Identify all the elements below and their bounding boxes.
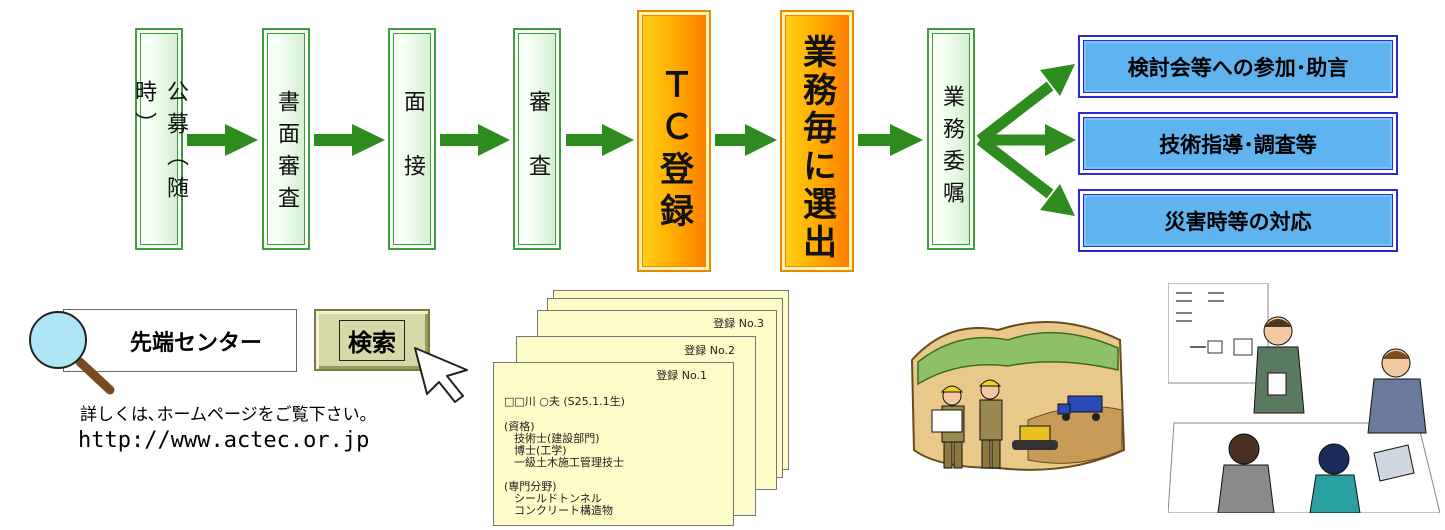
- construction-site-illustration: [910, 321, 1126, 471]
- card-qual-item: 一級土木施工管理技士: [514, 456, 624, 469]
- attendee-icon: [1309, 443, 1361, 513]
- card-qual-item: 技術士(建設部門): [514, 432, 600, 445]
- card-field-item: コンクリート構造物: [514, 504, 613, 517]
- mouse-cursor-icon: [414, 347, 468, 403]
- card-number: 登録 No.2: [684, 344, 735, 357]
- card-person-name: □□川 ○夫 (S25.1.1生): [504, 395, 625, 408]
- search-input[interactable]: 先端センター: [63, 309, 297, 372]
- card-field-heading: (専門分野): [504, 480, 557, 493]
- attendee-icon: [1367, 348, 1427, 434]
- worker-icon: [931, 385, 965, 469]
- outcome-label: 検討会等への参加･助言: [1127, 55, 1349, 80]
- card-field-item: シールドトンネル: [514, 492, 602, 505]
- step-label: 書面審査: [274, 90, 299, 218]
- presenter-icon: [1253, 316, 1305, 414]
- outcome-advice: 検討会等への参加･助言: [1078, 35, 1398, 98]
- arrow-right-icon: [314, 124, 385, 156]
- card-qual-heading: (資格): [504, 420, 535, 433]
- worker-icon: [978, 379, 1003, 469]
- outcome-technical-guidance: 技術指導･調査等: [1078, 112, 1398, 175]
- step-label: 業務毎に選出: [796, 34, 837, 262]
- step-label: 審査: [525, 90, 550, 218]
- card-qual-item: 博士(工学): [514, 444, 567, 457]
- step-document-review: 書面審査: [262, 28, 310, 250]
- outcome-label: 技術指導･調査等: [1159, 132, 1317, 157]
- step-screening: 審査: [513, 28, 561, 250]
- step-label: ＴＣ登録: [653, 67, 694, 235]
- dump-truck-icon: [1057, 395, 1103, 421]
- arrow-down-right: [976, 135, 1054, 199]
- homepage-url[interactable]: http://www.actec.or.jp: [78, 428, 370, 453]
- bulldozer-icon: [1012, 425, 1058, 450]
- flow-arrows: [187, 64, 1076, 216]
- outcome-disaster-response: 災害時等の対応: [1078, 189, 1398, 252]
- card-number: 登録 No.1: [656, 369, 707, 382]
- arrow-right-icon: [566, 124, 634, 156]
- meeting-illustration: [1168, 283, 1440, 513]
- arrow-right-icon: [715, 124, 777, 156]
- step-public-recruitment: 公募︵随時︶: [131, 28, 188, 250]
- arrow-right-icon: [187, 124, 258, 156]
- step-label: 面接: [400, 90, 425, 218]
- step-commission: 業務委嘱: [927, 28, 975, 250]
- step-selection-per-task: 業務毎に選出: [780, 10, 854, 272]
- arrow-up-right: [976, 81, 1054, 145]
- search-button[interactable]: 検索: [314, 309, 430, 371]
- arrow-right-icon: [440, 124, 510, 156]
- homepage-note: 詳しくは､ホームページをご覧下さい｡: [80, 405, 369, 425]
- step-tc-registration: ＴＣ登録: [637, 10, 711, 272]
- magnifier-icon: [29, 311, 115, 395]
- registration-card-1: 登録 No.1 □□川 ○夫 (S25.1.1生) (資格) 技術士(建設部門)…: [493, 362, 734, 526]
- search-input-value: 先端センター: [129, 330, 262, 356]
- search-button-label: 検索: [339, 319, 405, 361]
- step-interview: 面接: [388, 28, 436, 250]
- step-label: 業務委嘱: [939, 85, 964, 213]
- card-number: 登録 No.3: [713, 317, 764, 330]
- arrow-right-icon: [858, 124, 923, 156]
- laptop-icon: [1373, 444, 1415, 482]
- outcome-label: 災害時等の対応: [1164, 209, 1312, 234]
- step-label: 公募︵随時︶: [131, 80, 188, 208]
- attendee-icon: [1217, 433, 1275, 513]
